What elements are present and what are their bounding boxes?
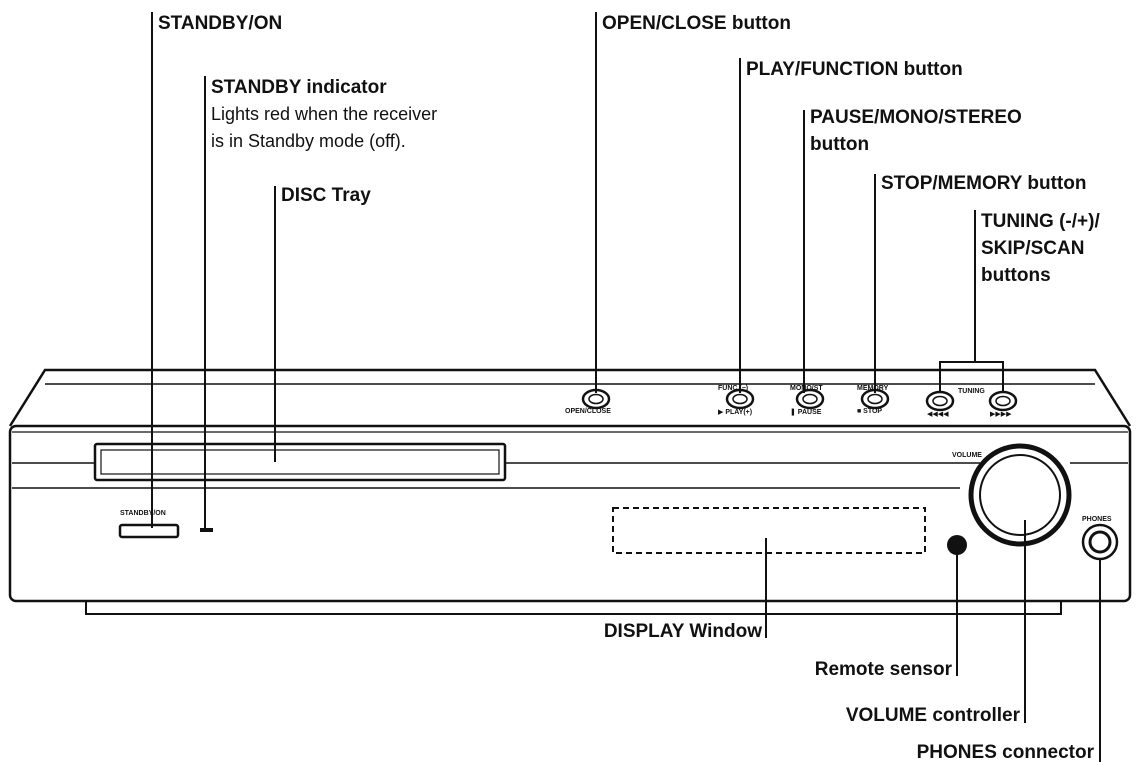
label-volume-controller: VOLUME controller xyxy=(845,705,1020,726)
standby-indicator-desc-line2: is in Standby mode (off). xyxy=(211,131,406,151)
label-open-close: OPEN/CLOSE button xyxy=(602,13,791,34)
disc-tray[interactable] xyxy=(93,442,507,482)
panel-phones-text: PHONES xyxy=(1082,516,1112,523)
panel-standby-on-text: STANDBY/ON xyxy=(120,510,166,517)
panel-stop-text: ■ STOP xyxy=(857,408,883,415)
tuning-plus-skip-forward-button[interactable] xyxy=(988,390,1018,412)
remote-sensor xyxy=(947,535,967,555)
label-pause-mono-stereo-line1: PAUSE/MONO/STEREO xyxy=(810,107,1022,128)
volume-knob[interactable] xyxy=(968,443,1072,547)
standby-indicator-led xyxy=(200,528,213,532)
leader-lines xyxy=(151,12,1101,762)
panel-memory-text: MEMORY xyxy=(857,385,889,392)
label-tuning-line3: buttons xyxy=(981,265,1051,286)
panel-func-text: FUNC.(−) xyxy=(718,385,749,392)
receiver-body xyxy=(8,368,1132,615)
label-stop-memory: STOP/MEMORY button xyxy=(881,173,1087,194)
panel-mono-st-text: MONO/ST xyxy=(790,385,823,392)
tuning-minus-skip-back-button[interactable] xyxy=(925,390,955,412)
label-display-window: DISPLAY Window xyxy=(603,621,762,642)
label-tuning-line2: SKIP/SCAN xyxy=(981,238,1085,259)
label-play-function: PLAY/FUNCTION button xyxy=(746,59,963,80)
panel-play-text: ▶ PLAY(+) xyxy=(718,409,753,416)
standby-on-button[interactable] xyxy=(118,523,180,539)
label-phones-connector: PHONES connector xyxy=(916,742,1094,763)
label-standby-on: STANDBY/ON xyxy=(158,13,283,34)
label-standby-indicator: STANDBY indicator xyxy=(211,77,387,98)
panel-skip-back-text: ◀◀◀◀ xyxy=(927,411,949,418)
standby-indicator-desc-line1: Lights red when the receiver xyxy=(211,104,438,124)
panel-tuning-text: TUNING xyxy=(958,388,985,395)
label-disc-tray: DISC Tray xyxy=(281,185,371,206)
panel-open-close-text: OPEN/CLOSE xyxy=(565,408,611,415)
panel-pause-text: ❚ PAUSE xyxy=(790,409,822,416)
phones-jack[interactable] xyxy=(1081,523,1119,561)
label-pause-mono-stereo-line2: button xyxy=(810,134,870,155)
panel-skip-fwd-text: ▶▶▶▶ xyxy=(990,411,1012,418)
label-remote-sensor: Remote sensor xyxy=(814,659,952,680)
display-window xyxy=(612,507,926,554)
panel-volume-text: VOLUME xyxy=(952,452,982,459)
label-tuning-line1: TUNING (-/+)/ xyxy=(981,211,1100,232)
pause-mono-stereo-button[interactable] xyxy=(795,388,825,410)
